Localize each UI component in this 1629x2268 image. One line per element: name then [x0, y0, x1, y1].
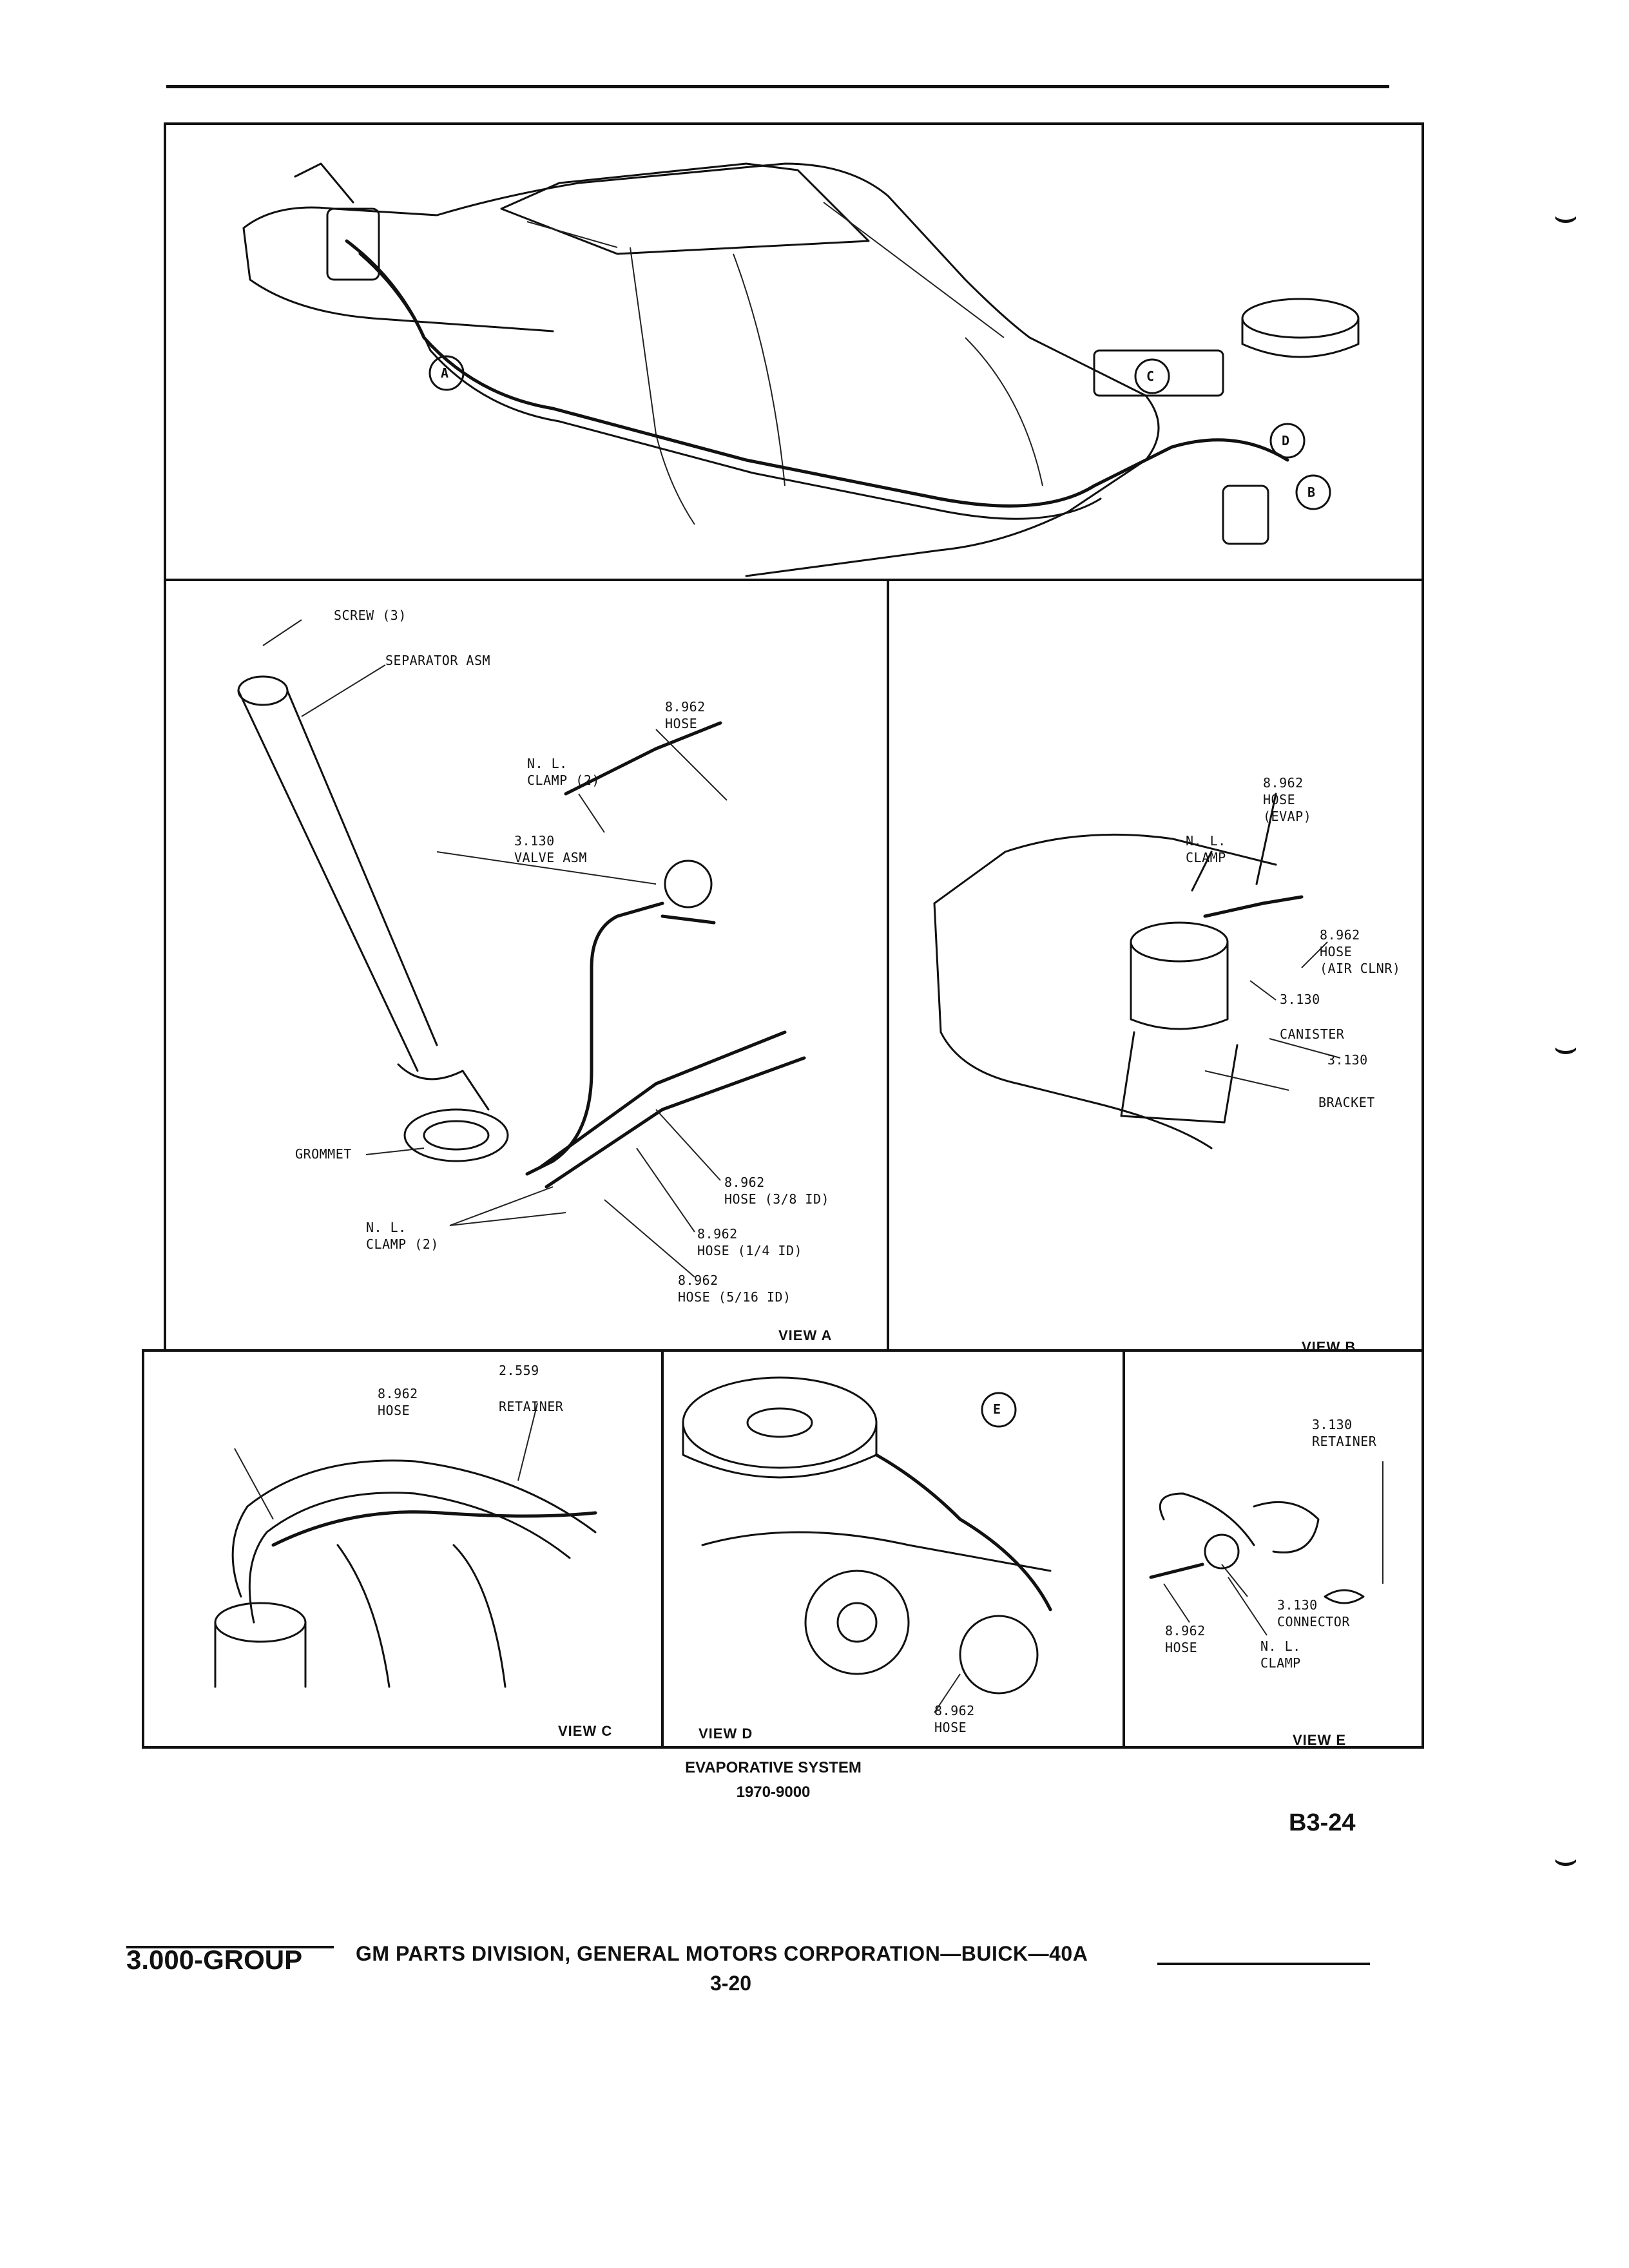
callout-b-bracket-number: 3.130	[1327, 1052, 1368, 1068]
footer-rule-right	[1157, 1963, 1370, 1965]
footer-rule-left	[126, 1946, 334, 1948]
marker-e: E	[993, 1401, 1001, 1417]
callout-c-hose-number: 8.962	[378, 1386, 418, 1401]
callout-b-hose-air-line1: HOSE	[1320, 944, 1353, 959]
callout-nl-clamp-a-line1: N. L.	[527, 756, 568, 771]
callout-e-retainer-number: 3.130	[1312, 1417, 1353, 1432]
callout-b-nl-clamp-line1: N. L.	[1186, 833, 1226, 849]
callout-valve-asm: VALVE ASM	[514, 850, 587, 865]
page-identifier: B3-24	[1289, 1809, 1356, 1836]
callout-hose-38: HOSE (3/8 ID)	[724, 1191, 830, 1207]
callout-valve-number: 3.130	[514, 833, 555, 849]
callout-c-hose: HOSE	[378, 1403, 410, 1418]
callout-b-canister-number: 3.130	[1280, 992, 1320, 1007]
callout-hose-14-number: 8.962	[697, 1226, 738, 1242]
callout-nl-clamp-a-line2: CLAMP (2)	[527, 773, 600, 788]
callout-hose-516-number: 8.962	[678, 1273, 718, 1288]
callout-b-hose-evap-line1: HOSE	[1263, 792, 1296, 807]
callout-nl-clamp-a2-line1: N. L.	[366, 1220, 407, 1235]
callout-hose-14: HOSE (1/4 ID)	[697, 1243, 803, 1258]
callout-b-canister: CANISTER	[1280, 1026, 1345, 1042]
binder-mark-bottom: ⌣	[1553, 1836, 1579, 1881]
marker-a: A	[441, 365, 449, 381]
callout-e-retainer: RETAINER	[1312, 1434, 1377, 1449]
callout-hose-a-number: 8.962	[665, 699, 706, 715]
view-b-illustration	[933, 793, 1341, 1149]
view-b-label: VIEW B	[1302, 1339, 1356, 1355]
footer-group-label: 3.000-GROUP	[126, 1945, 303, 1975]
diagram-caption-number: 1970-9000	[736, 1783, 811, 1801]
callout-b-bracket: BRACKET	[1318, 1095, 1375, 1110]
footer-division: GM PARTS DIVISION, GENERAL MOTORS CORPOR…	[356, 1942, 1088, 1965]
callout-c-retainer-number: 2.559	[499, 1363, 539, 1378]
callout-b-nl-clamp-line2: CLAMP	[1186, 850, 1226, 865]
view-c-panel: 8.962 HOSE 2.559 RETAINER VIEW C	[142, 1349, 664, 1749]
car-overview-illustration	[242, 162, 1360, 577]
callout-e-nl-clamp-line2: CLAMP	[1260, 1655, 1301, 1671]
view-b-panel: 8.962 HOSE (EVAP) N. L. CLAMP 8.962 HOSE…	[887, 579, 1424, 1355]
binder-mark-top: ⌣	[1553, 193, 1579, 238]
view-e-illustration	[1149, 1461, 1383, 1636]
callout-b-hose-evap-line2: (EVAP)	[1263, 809, 1312, 824]
callout-grommet: GROMMET	[295, 1146, 352, 1162]
view-d-panel: E 8.962 HOSE VIEW D	[661, 1349, 1125, 1749]
view-c-label: VIEW C	[558, 1723, 613, 1739]
callout-e-connector-number: 3.130	[1277, 1597, 1318, 1613]
view-a-panel: SCREW (3) SEPARATOR ASM 8.962 HOSE N. L.…	[164, 579, 889, 1352]
callout-hose-516: HOSE (5/16 ID)	[678, 1289, 791, 1305]
callout-e-hose: HOSE	[1165, 1640, 1198, 1655]
view-c-illustration	[214, 1403, 597, 1688]
top-rule	[166, 85, 1389, 88]
callout-d-hose-number: 8.962	[934, 1703, 975, 1718]
marker-c: C	[1146, 369, 1155, 384]
overview-panel: A C D B	[164, 122, 1424, 581]
callout-screw: SCREW (3)	[334, 608, 407, 623]
callout-e-nl-clamp-line1: N. L.	[1260, 1639, 1301, 1654]
callout-b-hose-evap-number: 8.962	[1263, 775, 1304, 791]
binder-mark-middle: ⌣	[1553, 1024, 1579, 1070]
callout-separator-asm: SEPARATOR ASM	[385, 653, 491, 668]
diagram-caption-title: EVAPORATIVE SYSTEM	[685, 1759, 862, 1776]
view-d-label: VIEW D	[699, 1725, 753, 1742]
callout-e-connector: CONNECTOR	[1277, 1614, 1350, 1629]
view-a-illustration	[237, 619, 806, 1278]
callout-nl-clamp-a2-line2: CLAMP (2)	[366, 1236, 439, 1252]
footer-page-number: 3-20	[710, 1972, 752, 1995]
view-e-label: VIEW E	[1293, 1732, 1347, 1748]
marker-b: B	[1307, 485, 1316, 500]
marker-d: D	[1282, 433, 1290, 448]
view-a-label: VIEW A	[778, 1327, 833, 1343]
view-e-panel: 3.130 RETAINER 3.130 CONNECTOR 8.962 HOS…	[1123, 1349, 1424, 1749]
callout-c-retainer: RETAINER	[499, 1399, 564, 1414]
callout-b-hose-air-line2: (AIR CLNR)	[1320, 961, 1401, 976]
view-d-illustration	[682, 1376, 1052, 1713]
callout-d-hose: HOSE	[934, 1720, 967, 1735]
callout-b-hose-air-number: 8.962	[1320, 927, 1360, 943]
callout-e-hose-number: 8.962	[1165, 1623, 1206, 1639]
callout-hose-a: HOSE	[665, 716, 698, 731]
callout-hose-38-number: 8.962	[724, 1175, 765, 1190]
